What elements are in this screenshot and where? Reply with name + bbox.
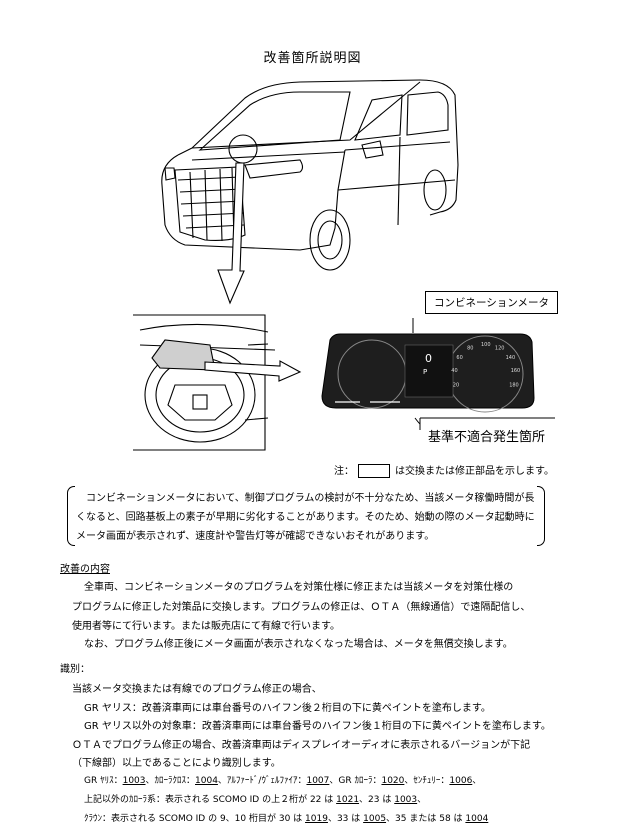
speed-tick-label: 100 — [481, 342, 491, 348]
identification-line: ＯＴＡでプログラム修正の場合、改善済車両はディスプレイオーディオに表示されるバー… — [72, 740, 531, 751]
note-prefix: 注： — [334, 466, 354, 477]
speed-tick-label: 80 — [467, 345, 473, 351]
defect-location-label: 基準不適合発生箇所 — [428, 430, 546, 445]
speed-tick-label: 140 — [506, 355, 516, 361]
improvement-line: プログラムに修正した対策品に交換します。プログラムの修正は、ＯＴＡ（無線通信）で… — [72, 602, 531, 613]
version-code: 1004 — [465, 814, 489, 824]
meter-label-callout: コンビネーションメータ — [425, 291, 558, 314]
version-code: 1019 — [305, 814, 328, 824]
version-code: 1005 — [363, 814, 387, 824]
version-code: 1003 — [394, 795, 418, 805]
speed-tick-label: 60 — [456, 355, 462, 361]
version-code: 1020 — [381, 776, 405, 786]
note-text: は交換または修正部品を示します。 — [395, 466, 554, 477]
speed-tick-label: 40 — [451, 368, 457, 374]
meter-gear: P — [423, 368, 427, 376]
improvement-heading: 改善の内容 — [60, 564, 110, 575]
legend-note: 注： は交換または修正部品を示します。 — [334, 462, 554, 478]
improvement-line: 使用者等にて行います。または販売店にて有線で行います。 — [72, 621, 340, 632]
legend-swatch — [358, 464, 390, 478]
identification-heading: 識別： — [60, 664, 90, 675]
improvement-line: なお、プログラム修正後にメータ画面が表示されなくなった場合は、メータを無償交換し… — [84, 639, 513, 650]
speed-tick-label: 20 — [453, 382, 459, 388]
bracket-right — [537, 486, 545, 546]
arrow-right-icon — [204, 360, 302, 382]
version-code: 1003 — [122, 776, 146, 786]
identification-line: GR ヤリス以外の対象車：改善済車両には車台番号のハイフン後１桁目の下に黄ペイン… — [84, 721, 551, 732]
identification-line: 当該メータ交換または有線でのプログラム修正の場合、 — [72, 684, 322, 695]
version-row-corolla: 上記以外のｶﾛｰﾗ系：表示される SCOMO ID の上２桁が 22 は 102… — [84, 795, 427, 805]
meter-digit: 0 — [425, 352, 432, 365]
identification-line: （下線部）以上であることにより識別します。 — [72, 758, 281, 769]
speed-tick-label: 160 — [511, 368, 521, 374]
version-row-models: GR ﾔﾘｽ：1003、ｶﾛｰﾗｸﾛｽ：1004、ｱﾙﾌｧｰﾄﾞ/ｳﾞｪﾙﾌｧｲ… — [84, 776, 482, 786]
version-code: 1007 — [306, 776, 330, 786]
steering-wheel-illustration — [133, 314, 276, 451]
defect-summary-text: コンビネーションメータにおいて、制御プログラムの検討が不十分なため、当該メータ稼… — [76, 493, 535, 542]
arrow-down-icon — [217, 162, 245, 305]
vehicle-illustration — [161, 79, 459, 271]
bracket-left — [67, 486, 75, 546]
version-code: 1021 — [336, 795, 360, 805]
version-code: 1004 — [195, 776, 218, 786]
identification-line: GR ヤリス：改善済車両には車台番号のハイフン後２桁目の下に黄ペイントを塗布しま… — [84, 703, 491, 714]
speed-tick-label: 180 — [509, 382, 519, 388]
defect-summary-box: コンビネーションメータにおいて、制御プログラムの検討が不十分なため、当該メータ稼… — [67, 486, 545, 546]
speed-tick-label: 120 — [495, 345, 505, 351]
improvement-line: 全車両、コンビネーションメータのプログラムを対策仕様に修正または当該メータを対策… — [84, 582, 514, 593]
version-code: 1006 — [449, 776, 473, 786]
page-title: 改善箇所説明図 — [263, 51, 362, 66]
version-row-crown: ｸﾗｳﾝ：表示される SCOMO ID の 9、10 桁目が 30 は 1019… — [84, 814, 489, 824]
